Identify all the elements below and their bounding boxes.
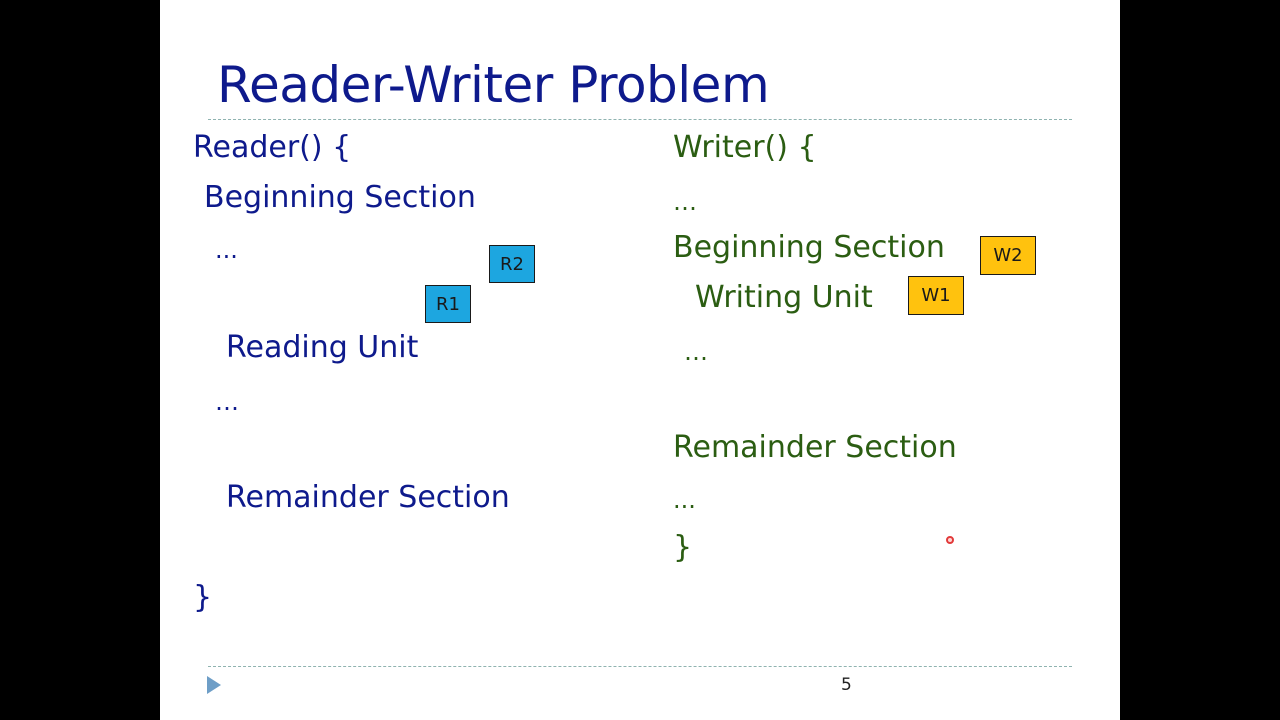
reader-close-brace: }	[193, 580, 213, 615]
writer-beginning-section: Beginning Section	[673, 230, 945, 265]
laser-pointer-icon	[946, 536, 954, 544]
writer-ellipsis-1: …	[673, 188, 697, 216]
slide-title: Reader-Writer Problem	[217, 56, 770, 114]
writer-ellipsis-3: ...	[673, 486, 696, 514]
reader-reading-unit: Reading Unit	[226, 330, 419, 365]
writer-tag-w1: W1	[908, 276, 964, 315]
footer-divider	[208, 666, 1072, 667]
reader-ellipsis-2: …	[215, 388, 239, 416]
writer-header: Writer() {	[673, 130, 817, 165]
writer-close-brace: }	[673, 530, 693, 565]
writer-ellipsis-2: …	[684, 338, 708, 366]
writer-tag-w2: W2	[980, 236, 1036, 275]
reader-remainder-section: Remainder Section	[226, 480, 510, 515]
writer-writing-unit: Writing Unit	[695, 280, 873, 315]
reader-tag-r2: R2	[489, 245, 535, 283]
title-divider	[208, 119, 1072, 120]
page-number: 5	[841, 675, 852, 695]
reader-tag-r1: R1	[425, 285, 471, 323]
reader-header: Reader() {	[193, 130, 352, 165]
reader-beginning-section: Beginning Section	[204, 180, 476, 215]
slide: Reader-Writer Problem Reader() { Beginni…	[160, 0, 1120, 720]
writer-remainder-section: Remainder Section	[673, 430, 957, 465]
reader-ellipsis-1: ...	[215, 236, 238, 264]
triangle-right-icon[interactable]	[207, 676, 221, 694]
